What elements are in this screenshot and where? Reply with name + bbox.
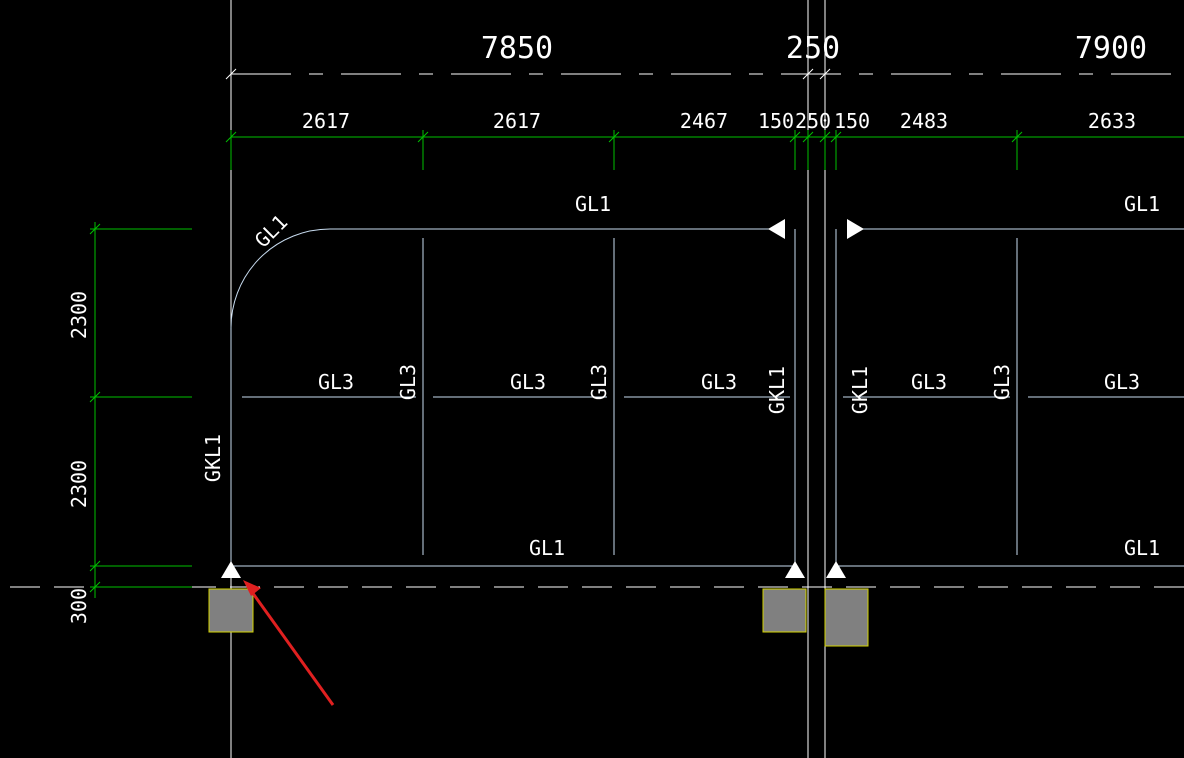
arrow-head xyxy=(243,580,261,596)
sub-tick-5 xyxy=(802,131,814,143)
label-gl3-h-4: GL3 xyxy=(911,370,947,394)
vert-dim-3: 300 xyxy=(67,588,91,624)
vert-dim-2: 2300 xyxy=(67,460,91,508)
label-gl1-bottom-left: GL1 xyxy=(529,536,565,560)
overall-dim-2: 250 xyxy=(786,31,840,66)
overall-dim-3: 7900 xyxy=(1075,31,1147,66)
sub-dim-4: 150 xyxy=(758,109,794,133)
vert-tick-1 xyxy=(89,223,101,235)
dimension-lines xyxy=(89,130,1184,598)
vert-tick-3 xyxy=(89,560,101,572)
sub-tick-4 xyxy=(789,131,801,143)
beam-gl1-arc xyxy=(230,228,331,331)
arrow-shaft xyxy=(250,591,335,706)
label-gl3-vert-2: GL3 xyxy=(587,364,611,400)
gap-mask-top xyxy=(798,215,834,237)
supports xyxy=(221,219,864,578)
label-gl3-h-2: GL3 xyxy=(510,370,546,394)
sub-dim-7: 2483 xyxy=(900,109,948,133)
sub-dim-3: 2467 xyxy=(680,109,728,133)
label-gl3-vert-1: GL3 xyxy=(396,364,420,400)
column-center-1 xyxy=(762,588,807,633)
column-center-2 xyxy=(824,588,869,647)
tick-2 xyxy=(802,68,814,80)
label-gkl1-center-2: GKL1 xyxy=(848,366,872,414)
columns xyxy=(208,588,869,647)
sub-tick-1 xyxy=(225,131,237,143)
sub-dim-8: 2633 xyxy=(1088,109,1136,133)
gap-mask-mid xyxy=(798,447,834,497)
sub-dim-1: 2617 xyxy=(302,109,350,133)
label-gl3-vert-3: GL3 xyxy=(990,364,1014,400)
vert-dim-1: 2300 xyxy=(67,291,91,339)
sub-dim-2: 2617 xyxy=(493,109,541,133)
label-gl1-top-right: GL1 xyxy=(1124,192,1160,216)
sub-tick-6 xyxy=(819,131,831,143)
pointer-arrow xyxy=(243,580,335,706)
sub-tick-3 xyxy=(608,131,620,143)
support-triangle-left xyxy=(221,561,241,578)
sub-tick-8 xyxy=(1011,131,1023,143)
label-gl1-bottom-right: GL1 xyxy=(1124,536,1160,560)
label-gl1-top-left: GL1 xyxy=(575,192,611,216)
label-gl3-h-3: GL3 xyxy=(701,370,737,394)
overall-dim-1: 7850 xyxy=(481,31,553,66)
support-triangle-top-left xyxy=(768,219,785,239)
tick-3 xyxy=(819,68,831,80)
sub-tick-7 xyxy=(830,131,842,143)
label-gkl1-left: GKL1 xyxy=(201,434,225,482)
sub-dim-6: 150 xyxy=(834,109,870,133)
label-gl3-h-1: GL3 xyxy=(318,370,354,394)
label-gkl1-center-1: GKL1 xyxy=(765,366,789,414)
beam-lines xyxy=(230,228,1184,567)
sub-tick-2 xyxy=(417,131,429,143)
vert-tick-2 xyxy=(89,391,101,403)
support-triangle-center-2 xyxy=(826,561,846,578)
label-gl3-h-5: GL3 xyxy=(1104,370,1140,394)
column-left xyxy=(208,588,254,633)
center-gap-lines xyxy=(807,215,826,497)
support-triangle-top-right xyxy=(847,219,864,239)
sub-dim-5: 250 xyxy=(795,109,831,133)
tick-1 xyxy=(225,68,237,80)
vert-tick-4 xyxy=(89,581,101,593)
support-triangle-center-1 xyxy=(785,561,805,578)
